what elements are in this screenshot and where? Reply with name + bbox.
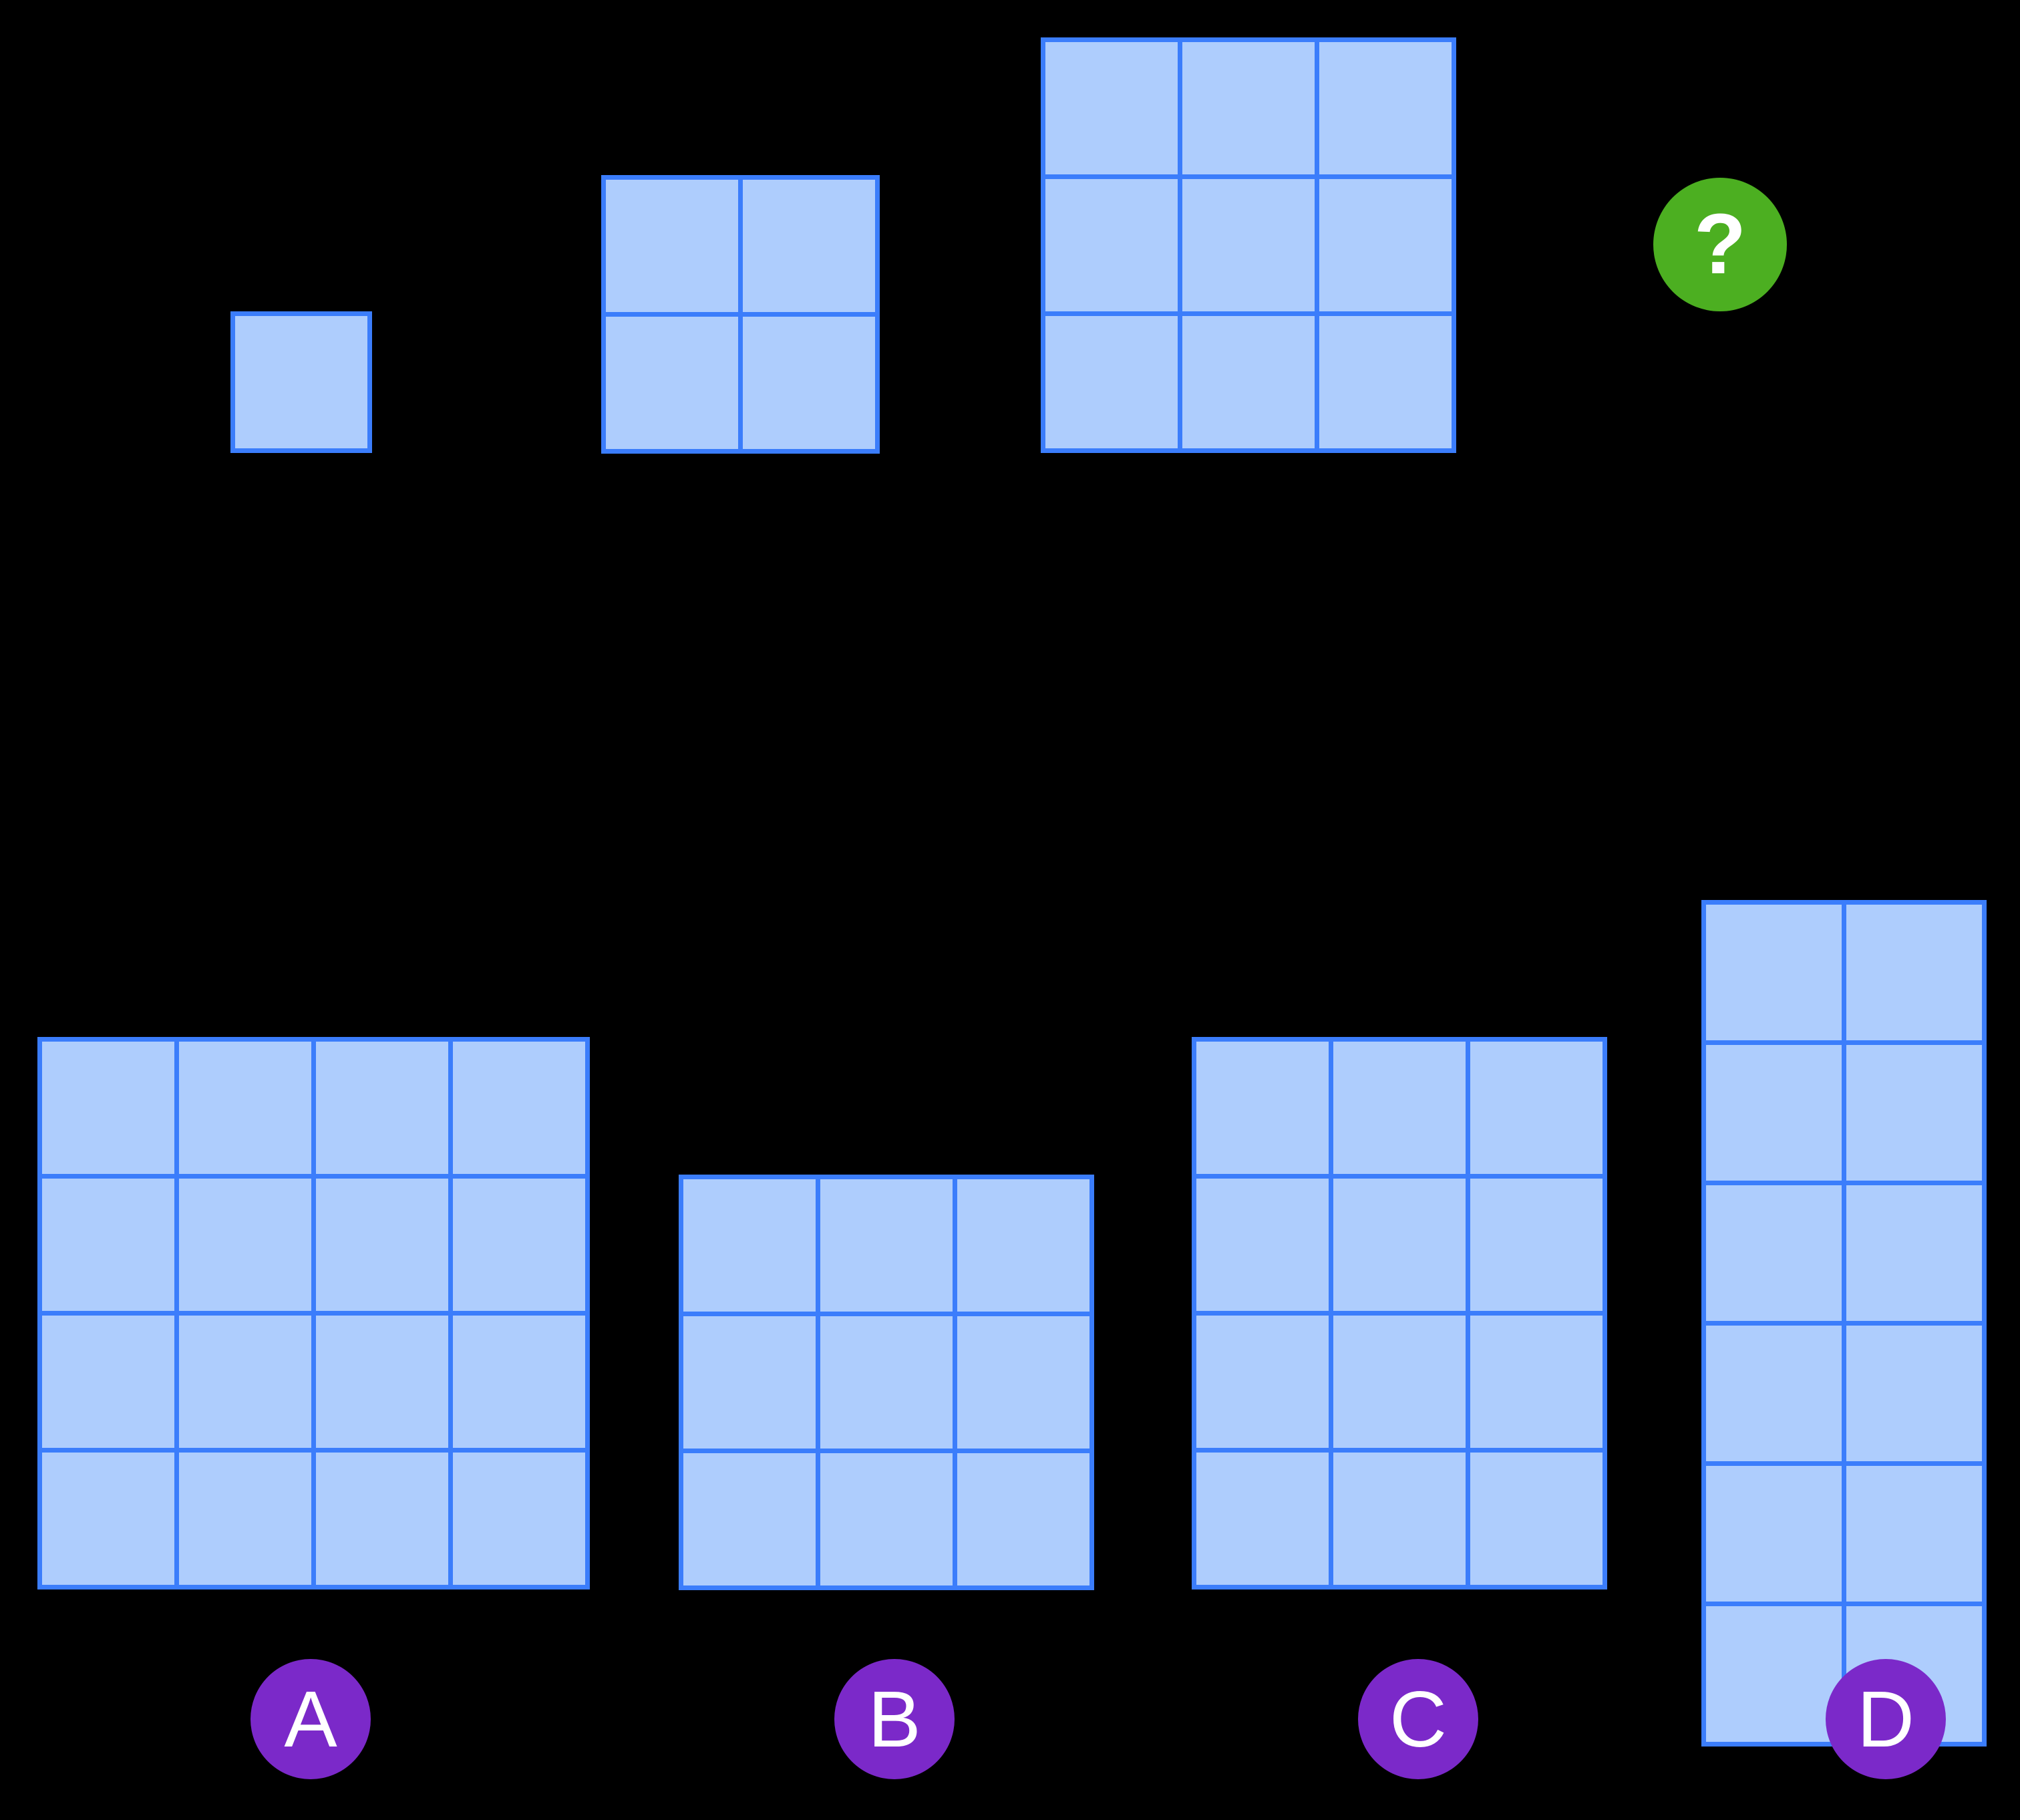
grid-cell <box>1196 1453 1329 1585</box>
grid-cell <box>1846 1185 1982 1321</box>
option-c-figure[interactable] <box>1192 1037 1607 1589</box>
grid-cell <box>1333 1179 1466 1311</box>
grid-cell <box>316 1042 448 1174</box>
grid-cell <box>743 180 875 312</box>
grid-cell <box>683 1316 816 1449</box>
grid-cell <box>453 1453 585 1585</box>
grid-cell <box>1196 1179 1329 1311</box>
grid-cell <box>1706 1185 1842 1321</box>
grid-cell <box>683 1453 816 1585</box>
grid-cell <box>453 1179 585 1311</box>
option-d-figure[interactable] <box>1701 900 1987 1747</box>
grid-cell <box>1470 1042 1603 1174</box>
grid-cell <box>1045 179 1178 311</box>
grid-cell <box>42 1453 174 1585</box>
grid-cell <box>1706 1606 1842 1742</box>
grid-cell <box>1706 1326 1842 1461</box>
grid-cell <box>957 1316 1089 1449</box>
grid-cell <box>1196 1316 1329 1448</box>
grid-cell <box>1846 1466 1982 1602</box>
grid-cell <box>179 1179 311 1311</box>
grid-cell <box>820 1453 953 1585</box>
grid-cell <box>42 1316 174 1448</box>
sequence-figure-2 <box>601 175 880 454</box>
grid-cell <box>42 1179 174 1311</box>
grid-cell <box>453 1042 585 1174</box>
sequence-figure-3 <box>1041 37 1456 453</box>
grid-cell <box>42 1042 174 1174</box>
grid-cell <box>1706 1466 1842 1602</box>
grid-cell <box>743 317 875 449</box>
option-badge-a[interactable]: A <box>250 1659 371 1779</box>
grid-cell <box>453 1316 585 1448</box>
grid-cell <box>179 1453 311 1585</box>
grid-cell <box>1196 1042 1329 1174</box>
option-b-figure[interactable] <box>679 1175 1094 1590</box>
grid-cell <box>1706 905 1842 1040</box>
grid-cell <box>1846 905 1982 1040</box>
grid-cell <box>820 1316 953 1449</box>
grid-cell <box>179 1316 311 1448</box>
grid-cell <box>1045 316 1178 448</box>
grid-cell <box>1333 1453 1466 1585</box>
question-mark-icon: ? <box>1653 178 1787 311</box>
grid-cell <box>1470 1453 1603 1585</box>
grid-cell <box>683 1179 816 1312</box>
grid-cell <box>235 316 367 448</box>
option-badge-b[interactable]: B <box>834 1659 955 1779</box>
grid-cell <box>1333 1042 1466 1174</box>
grid-cell <box>1333 1316 1466 1448</box>
grid-cell <box>316 1316 448 1448</box>
grid-cell <box>1706 1045 1842 1181</box>
grid-cell <box>1182 316 1315 448</box>
grid-cell <box>1319 42 1452 174</box>
grid-cell <box>957 1179 1089 1312</box>
grid-cell <box>179 1042 311 1174</box>
grid-cell <box>1319 316 1452 448</box>
option-badge-d[interactable]: D <box>1826 1659 1946 1779</box>
grid-cell <box>1182 179 1315 311</box>
grid-cell <box>1470 1316 1603 1448</box>
grid-cell <box>957 1453 1089 1585</box>
grid-cell <box>1182 42 1315 174</box>
grid-cell <box>606 180 738 312</box>
grid-cell <box>1470 1179 1603 1311</box>
option-badge-c[interactable]: C <box>1358 1659 1478 1779</box>
grid-cell <box>1846 1045 1982 1181</box>
grid-cell <box>1846 1326 1982 1461</box>
grid-cell <box>606 317 738 449</box>
grid-cell <box>1319 179 1452 311</box>
option-a-figure[interactable] <box>37 1037 590 1589</box>
grid-cell <box>316 1453 448 1585</box>
grid-cell <box>316 1179 448 1311</box>
sequence-figure-1 <box>230 311 372 453</box>
grid-cell <box>820 1179 953 1312</box>
grid-cell <box>1045 42 1178 174</box>
